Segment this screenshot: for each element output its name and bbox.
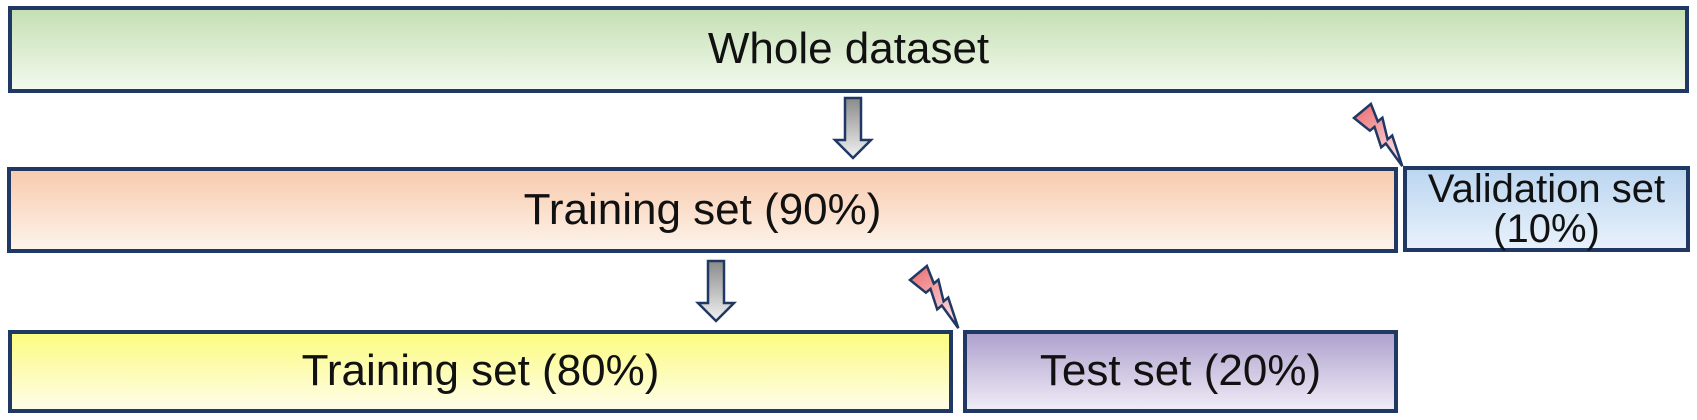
training-set-90-box: Training set (90%) (7, 167, 1398, 253)
validation-set-label: Validation set (1427, 167, 1666, 211)
test-set-box: Test set (20%) (963, 330, 1398, 413)
validation-set-box: Validation set (10%) (1403, 166, 1690, 252)
down-arrow-icon (831, 96, 875, 160)
validation-set-percent: (10%) (1493, 207, 1600, 251)
whole-dataset-box: Whole dataset (8, 6, 1689, 93)
training-set-80-box: Training set (80%) (8, 330, 953, 413)
lightning-bolt-icon (908, 263, 960, 329)
training-set-80-label: Training set (80%) (301, 346, 660, 396)
whole-dataset-label: Whole dataset (707, 24, 990, 74)
down-arrow-icon (694, 259, 738, 323)
test-set-label: Test set (20%) (1039, 346, 1322, 396)
lightning-bolt-icon (1352, 101, 1404, 167)
training-set-90-label: Training set (90%) (523, 184, 882, 234)
